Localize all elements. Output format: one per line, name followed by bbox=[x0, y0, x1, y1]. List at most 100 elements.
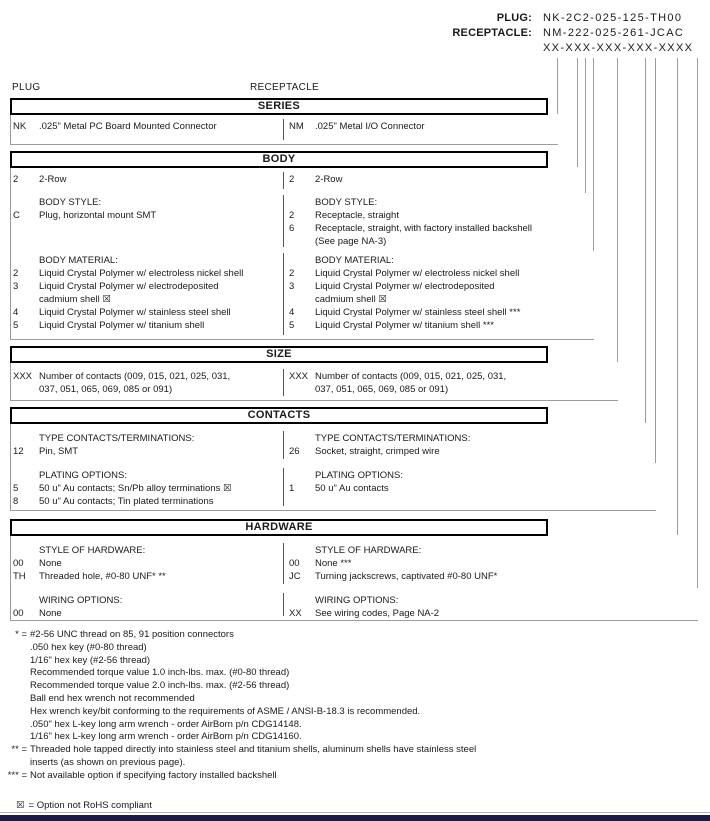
footnote-line: .050 hex key (#0-80 thread) bbox=[0, 642, 706, 655]
option-row: XXX Number of contacts (009, 015, 021, 02… bbox=[289, 370, 614, 396]
option-group-header: WIRING OPTIONS: bbox=[13, 594, 275, 607]
option-group-header: WIRING OPTIONS: bbox=[289, 594, 694, 607]
option-row: NK.025" Metal PC Board Mounted Connector bbox=[13, 120, 275, 133]
option-description: Liquid Crystal Polymer w/ titanium shell bbox=[39, 320, 205, 331]
option-code: 5 bbox=[13, 320, 19, 331]
option-group-title: BODY MATERIAL: bbox=[315, 255, 394, 266]
footer-rule bbox=[0, 812, 710, 813]
option-group-title: STYLE OF HARDWARE: bbox=[39, 545, 146, 556]
option-description: Receptacle, straight bbox=[315, 210, 399, 221]
option-code: 00 bbox=[289, 558, 300, 569]
option-description: 50 u" Au contacts bbox=[315, 483, 389, 494]
plug-column-label: PLUG bbox=[12, 82, 41, 93]
option-row: NM.025" Metal I/O Connector bbox=[289, 120, 554, 133]
option-group-title: PLATING OPTIONS: bbox=[39, 470, 127, 481]
footnote-text: #2-56 UNC thread on 85, 91 position conn… bbox=[30, 629, 234, 640]
option-code: 5 bbox=[289, 320, 295, 331]
footnote-marker: *** = bbox=[7, 769, 27, 781]
option-code: XXX bbox=[289, 371, 309, 382]
option-code: 2 bbox=[13, 174, 19, 185]
footnote-line: 1/16" hex key (#2-56 thread) bbox=[0, 655, 706, 668]
rohs-legend: ☒= Option not RoHS compliant bbox=[16, 800, 152, 811]
option-code: 00 bbox=[13, 608, 24, 619]
footnote-marker: * = bbox=[15, 629, 27, 640]
column-divider bbox=[283, 195, 284, 247]
receptacle-label: RECEPTACLE: bbox=[452, 27, 532, 39]
not-rohs-icon: ☒ bbox=[16, 800, 25, 811]
option-description: See wiring codes, Page NA-2 bbox=[315, 608, 440, 619]
option-description: Number of contacts (009, 015, 021, 025, … bbox=[315, 371, 507, 395]
option-group-title: WIRING OPTIONS: bbox=[39, 595, 123, 606]
option-group-header: BODY STYLE: bbox=[289, 196, 582, 209]
option-group-title: TYPE CONTACTS/TERMINATIONS: bbox=[39, 433, 195, 444]
footnote-text: Not available option if specifying facto… bbox=[30, 769, 277, 781]
section-box-series-row: NK.025" Metal PC Board Mounted Connector… bbox=[10, 114, 558, 145]
option-code: 8 bbox=[13, 496, 19, 507]
option-code: TH bbox=[13, 571, 26, 582]
section-box-body-style: BODY STYLE: C Plug, horizontal mount SMT BO… bbox=[10, 193, 586, 252]
option-row: 5 Liquid Crystal Polymer w/ titanium shel… bbox=[289, 319, 590, 332]
footnote-line: Recommended torque value 2.0 inch-lbs. m… bbox=[0, 680, 706, 693]
connector-line-wiring bbox=[697, 58, 698, 620]
option-group-header: BODY MATERIAL: bbox=[13, 254, 275, 267]
receptacle-column-label: RECEPTACLE bbox=[250, 82, 319, 93]
option-code: 26 bbox=[289, 446, 300, 457]
part-number-mask: XX-XXX-XXX-XXX-XXXX bbox=[543, 42, 694, 54]
footnote-text: 1/16" hex key (#2-56 thread) bbox=[30, 654, 151, 666]
option-description: 2-Row bbox=[315, 174, 343, 185]
footnote-text: Ball end hex wrench not recommended bbox=[30, 692, 195, 704]
option-code: 2 bbox=[289, 268, 295, 279]
option-description: None bbox=[39, 558, 62, 569]
receptacle-part-number: NM-222-025-261-JCAC bbox=[543, 27, 685, 39]
footnote-text: Threaded hole tapped directly into stain… bbox=[30, 744, 477, 768]
option-description: .025" Metal PC Board Mounted Connector bbox=[39, 121, 217, 132]
option-code: JC bbox=[289, 571, 301, 582]
connector-line-body-style bbox=[585, 58, 586, 251]
plug-label: PLUG: bbox=[496, 12, 532, 24]
column-divider bbox=[283, 543, 284, 584]
option-row: 00 None bbox=[13, 607, 275, 620]
option-description: None *** bbox=[315, 558, 352, 569]
option-code: XX bbox=[289, 608, 302, 619]
option-code: 12 bbox=[13, 446, 24, 457]
option-code: 5 bbox=[13, 483, 19, 494]
option-description: Threaded hole, #0-80 UNF* ** bbox=[39, 571, 166, 582]
connector-line-size-row bbox=[617, 58, 618, 400]
option-description: Liquid Crystal Polymer w/ titanium shell… bbox=[315, 320, 494, 331]
option-group-title: BODY STYLE: bbox=[315, 197, 378, 208]
footnotes-block: * =#2-56 UNC thread on 85, 91 position c… bbox=[0, 629, 706, 783]
footnote-text: Hex wrench key/bit conforming to the req… bbox=[30, 705, 421, 717]
footnote-line: .050" hex L-key long arm wrench - order … bbox=[0, 719, 706, 732]
option-description: Plug, horizontal mount SMT bbox=[39, 210, 157, 221]
option-row: 5 Liquid Crystal Polymer w/ titanium shel… bbox=[13, 319, 275, 332]
section-header-body: BODY bbox=[10, 151, 548, 168]
option-code: C bbox=[13, 210, 20, 221]
option-group-title: BODY MATERIAL: bbox=[39, 255, 118, 266]
column-divider bbox=[283, 119, 284, 140]
footnote-line: *** =Not available option if specifying … bbox=[0, 770, 706, 783]
footnote-text: Recommended torque value 1.0 inch-lbs. m… bbox=[30, 667, 290, 679]
rohs-legend-text: = Option not RoHS compliant bbox=[28, 800, 152, 811]
option-group-header: STYLE OF HARDWARE: bbox=[13, 544, 275, 557]
option-description: None bbox=[39, 608, 62, 619]
footnote-line: Recommended torque value 1.0 inch-lbs. m… bbox=[0, 667, 706, 680]
